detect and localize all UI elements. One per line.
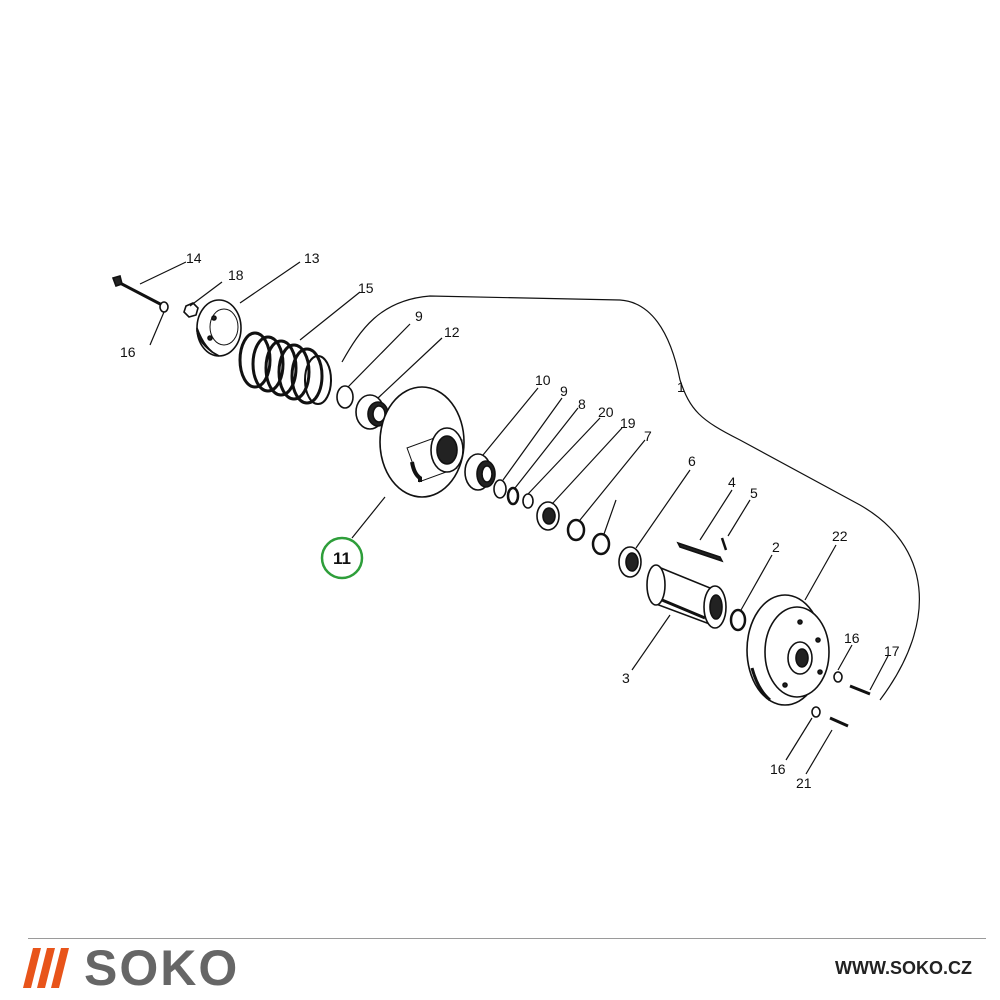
- callout-2: 2: [772, 539, 780, 555]
- callout-4: 4: [728, 474, 736, 490]
- callout-9-upper: 9: [415, 308, 423, 324]
- seal-part-2: [729, 608, 747, 632]
- callout-10: 10: [535, 372, 551, 388]
- logo-stripe: [51, 948, 69, 988]
- bolt-part-21: [829, 716, 849, 728]
- bearing-part-19: [536, 501, 560, 531]
- callout-19: 19: [620, 415, 636, 431]
- callout-14: 14: [186, 250, 202, 266]
- callout-12: 12: [444, 324, 460, 340]
- circlip-part-7a: [566, 518, 586, 542]
- callout-8: 8: [578, 396, 586, 412]
- bolt-part-14: [111, 275, 165, 308]
- ring-part-8: [506, 486, 520, 506]
- circlip-part-7b: [591, 532, 611, 556]
- bearing-part-6: [618, 546, 642, 578]
- washer-part-16-bottom: [811, 706, 821, 718]
- exploded-parts-diagram: 14 18 13 16 15 9 12 1 10 9 8 20 19 7 6 4…: [111, 250, 920, 791]
- callout-16-top: 16: [120, 344, 136, 360]
- bolt-part-17: [849, 684, 871, 696]
- housing-part-3: [646, 564, 727, 629]
- flange-part-22: [746, 594, 830, 706]
- callout-6: 6: [688, 453, 696, 469]
- callout-16-bottom: 16: [770, 761, 786, 777]
- callout-15: 15: [358, 280, 374, 296]
- highlight-circle-11: [320, 536, 364, 580]
- callout-20: 20: [598, 404, 614, 420]
- callout-18: 18: [228, 267, 244, 283]
- cap-part-13: [196, 299, 242, 357]
- callout-9-middle: 9: [560, 383, 568, 399]
- soko-logo: SOKO: [23, 940, 240, 996]
- callout-17: 17: [884, 643, 900, 659]
- assembly-bracket: [341, 295, 920, 701]
- key-part-4: [676, 541, 724, 563]
- callout-1: 1: [677, 379, 685, 395]
- website-link[interactable]: WWW.SOKO.CZ: [835, 958, 972, 978]
- ring-part-20: [522, 493, 534, 509]
- spring-part-15: [238, 331, 332, 405]
- callout-22: 22: [832, 528, 848, 544]
- footer-divider: [28, 938, 986, 939]
- callout-16-right: 16: [844, 630, 860, 646]
- callout-11: 11: [333, 549, 351, 568]
- screw-part-5: [720, 537, 728, 551]
- callout-13: 13: [304, 250, 320, 266]
- washer-part-16-right: [833, 671, 843, 683]
- washer-part-16: [159, 301, 169, 313]
- leader-lines: [139, 261, 889, 775]
- bearing-part-10: [464, 453, 496, 491]
- callout-3: 3: [622, 670, 630, 686]
- disc-part-11: [379, 386, 465, 498]
- ring-part-9-upper: [336, 385, 354, 409]
- logo-text: SOKO: [84, 940, 240, 996]
- callout-5: 5: [750, 485, 758, 501]
- callout-21: 21: [796, 775, 812, 791]
- callout-7: 7: [644, 428, 652, 444]
- ring-part-9-middle: [493, 479, 507, 499]
